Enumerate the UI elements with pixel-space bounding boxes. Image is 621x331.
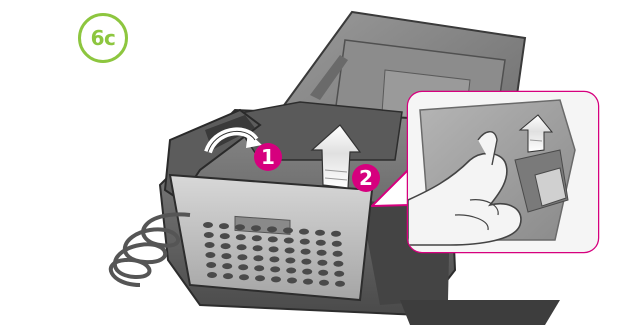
keypad-button	[236, 234, 246, 240]
keypad-button	[302, 269, 312, 275]
keypad-button	[317, 250, 327, 256]
callout-1-number: 1	[261, 145, 275, 169]
keypad-button	[269, 256, 279, 262]
keypad-button	[299, 229, 309, 235]
keypad-button	[237, 244, 247, 250]
keypad-button	[222, 263, 232, 269]
keypad-button	[287, 278, 297, 284]
step-badge: 6c	[78, 13, 128, 63]
keypad-button	[221, 243, 231, 249]
control-panel	[170, 175, 372, 300]
keypad-button	[205, 252, 215, 258]
zoom-detail-panel	[408, 92, 598, 252]
keypad-button	[317, 260, 327, 266]
callout-1: 1	[254, 143, 282, 171]
keypad-button	[271, 276, 281, 282]
keypad-button	[253, 245, 263, 251]
keypad-button	[206, 262, 216, 268]
keypad-button	[223, 273, 233, 279]
keypad-button	[284, 238, 294, 244]
keypad-button	[301, 249, 311, 255]
keypad-button	[268, 236, 278, 242]
keypad-button	[333, 251, 343, 257]
callout-2: 2	[352, 164, 380, 192]
keypad-button	[315, 230, 325, 236]
keypad-button	[316, 240, 326, 246]
keypad-button	[303, 279, 313, 285]
keypad-button	[252, 235, 262, 241]
keypad-button	[332, 241, 342, 247]
keypad-button	[238, 264, 248, 270]
keypad-button	[253, 255, 263, 261]
keypad-button	[334, 271, 344, 277]
keypad-button	[205, 242, 215, 248]
keypad-button	[267, 226, 277, 232]
keypad-button	[220, 233, 230, 239]
step-badge-label: 6c	[91, 26, 116, 50]
keypad-button	[255, 275, 265, 281]
keypad-button	[285, 248, 295, 254]
keypad-button	[319, 280, 329, 286]
keypad-button	[251, 225, 261, 231]
keypad-button	[283, 228, 293, 234]
keypad-button	[203, 222, 213, 228]
keypad-button	[286, 268, 296, 274]
keypad-button	[301, 259, 311, 265]
keypad-button	[221, 253, 231, 259]
keypad-button	[333, 261, 343, 267]
keypad-button	[270, 266, 280, 272]
keypad-button	[235, 224, 245, 230]
keypad-button	[237, 254, 247, 260]
keypad-button	[219, 223, 229, 229]
keypad-button	[239, 274, 249, 280]
keypad-button	[300, 239, 310, 245]
keypad-button	[285, 258, 295, 264]
keypad-button	[331, 231, 341, 237]
keypad-button	[254, 265, 264, 271]
keypad-button	[204, 232, 214, 238]
keypad-button	[207, 272, 217, 278]
keypad-button	[269, 246, 279, 252]
keypad-button	[318, 270, 328, 276]
keypad-button	[335, 281, 345, 287]
callout-2-number: 2	[359, 166, 373, 190]
